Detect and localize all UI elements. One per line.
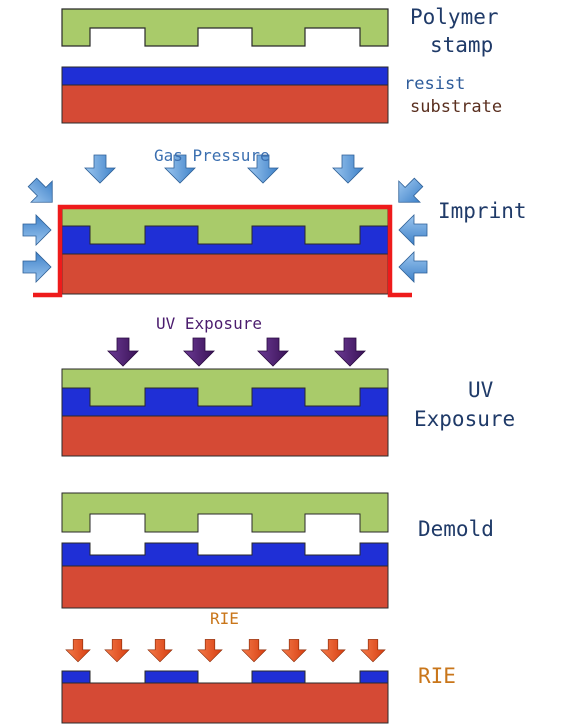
uv-stamp [61,368,389,407]
uv-arrow-icon [257,337,289,367]
gas-arrow-icon [164,154,196,184]
uv-arrow-icon [183,337,215,367]
rie-arrow-icon [281,639,307,663]
rie-resist-block [61,670,91,684]
step-setup [61,8,389,124]
substrate-layer [61,84,389,124]
gas-arrow-icon [398,251,428,283]
demold-stamp [61,492,389,533]
step-demold [61,492,389,609]
substrate-label: substrate [410,97,503,117]
rie-arrow-icon [65,639,91,663]
demold-resist [61,542,389,567]
uv-exposure-label: UV [468,378,494,402]
rie-top-label: RIE [210,609,239,628]
polymer-stamp-label: stamp [430,33,494,57]
resist-label: resist [404,74,466,94]
rie-resist-block [251,670,306,684]
gas-arrow-icon [247,154,279,184]
gas-arrow-icon [22,214,52,246]
rie-arrow-icon [197,639,223,663]
rie-arrow-icon [360,639,386,663]
gas-arrow-icon [84,154,116,184]
rie-arrow-icon [241,639,267,663]
demold-label: Demold [418,517,494,541]
pressure-chamber [33,204,412,298]
gas-arrow-icon [22,251,52,283]
resist-layer [61,66,389,86]
demold-substrate [61,565,389,609]
uv-arrow-icon [107,337,139,367]
uv-exposure-label: Exposure [414,407,516,431]
imprint-substrate [61,253,389,295]
rie-arrow-icon [147,639,173,663]
rie-resist-block [144,670,199,684]
imprint-stamp [61,206,389,245]
gas-arrow-icon [27,177,53,203]
rie-label: RIE [418,664,456,688]
step-uv-exposure [61,337,389,457]
polymer-stamp-label: Polymer [410,5,499,29]
rie-arrow-icon [320,639,346,663]
uv-substrate [61,415,389,457]
imprint-label: Imprint [438,199,527,223]
gas-arrow-icon [398,214,428,246]
gas-arrow-icon [332,154,364,184]
step-imprint [22,154,428,298]
gas-pressure-label: Gas Pressure [154,146,270,165]
rie-arrow-icon [104,639,130,663]
uv-arrow-icon [334,337,366,367]
polymer-stamp [61,8,389,47]
uv-exposure-top-label: UV Exposure [156,314,262,333]
rie-substrate [61,682,389,724]
step-rie [61,639,389,724]
rie-resist-block [359,670,389,684]
gas-arrow-icon [398,177,424,203]
